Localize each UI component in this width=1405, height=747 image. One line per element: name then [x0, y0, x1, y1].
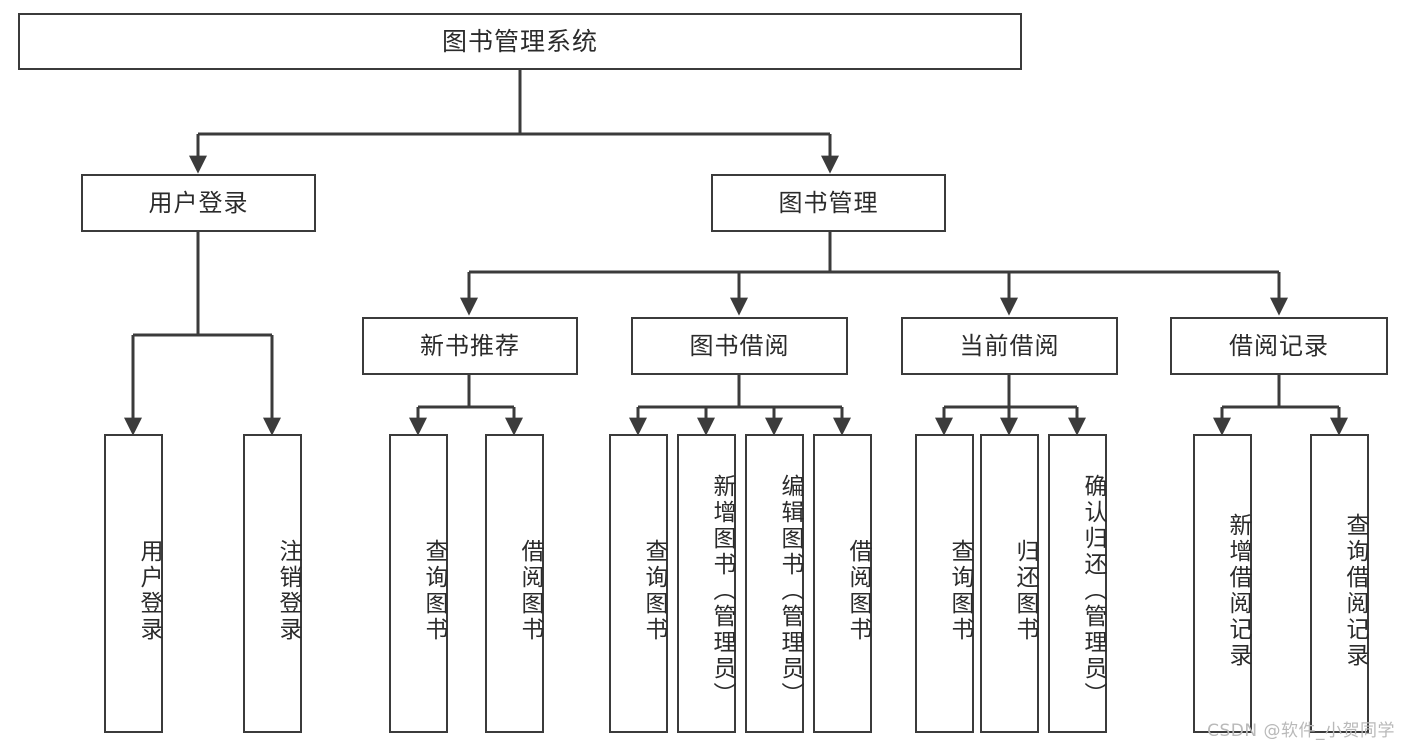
node-leaf-borrow-book-borrowing[interactable]: 借阅图书 [813, 434, 872, 733]
node-leaf-borrow-book-recommendation[interactable]: 借阅图书 [485, 434, 544, 733]
node-borrowing-record[interactable]: 借阅记录 [1170, 317, 1388, 375]
node-leaf-query-book-current[interactable]: 查询图书 [915, 434, 974, 733]
node-leaf-query-book-borrowing[interactable]: 查询图书 [609, 434, 668, 733]
node-leaf-add-book-admin[interactable]: 新增图书（管理员） [677, 434, 736, 733]
node-leaf-query-borrow-record[interactable]: 查询借阅记录 [1310, 434, 1369, 733]
node-leaf-confirm-return-admin[interactable]: 确认归还（管理员） [1048, 434, 1107, 733]
node-leaf-edit-book-admin[interactable]: 编辑图书（管理员） [745, 434, 804, 733]
node-book-management[interactable]: 图书管理 [711, 174, 946, 232]
node-leaf-user-logout[interactable]: 注销登录 [243, 434, 302, 733]
node-leaf-user-login[interactable]: 用户登录 [104, 434, 163, 733]
node-root-book-management-system[interactable]: 图书管理系统 [18, 13, 1022, 70]
node-new-book-recommendation[interactable]: 新书推荐 [362, 317, 578, 375]
node-current-borrowing[interactable]: 当前借阅 [901, 317, 1118, 375]
node-book-borrowing[interactable]: 图书借阅 [631, 317, 848, 375]
node-leaf-return-book[interactable]: 归还图书 [980, 434, 1039, 733]
node-user-login[interactable]: 用户登录 [81, 174, 316, 232]
node-leaf-query-book-recommendation[interactable]: 查询图书 [389, 434, 448, 733]
node-leaf-add-borrow-record[interactable]: 新增借阅记录 [1193, 434, 1252, 733]
csdn-watermark: CSDN @软件_小贺同学 [1207, 721, 1395, 741]
